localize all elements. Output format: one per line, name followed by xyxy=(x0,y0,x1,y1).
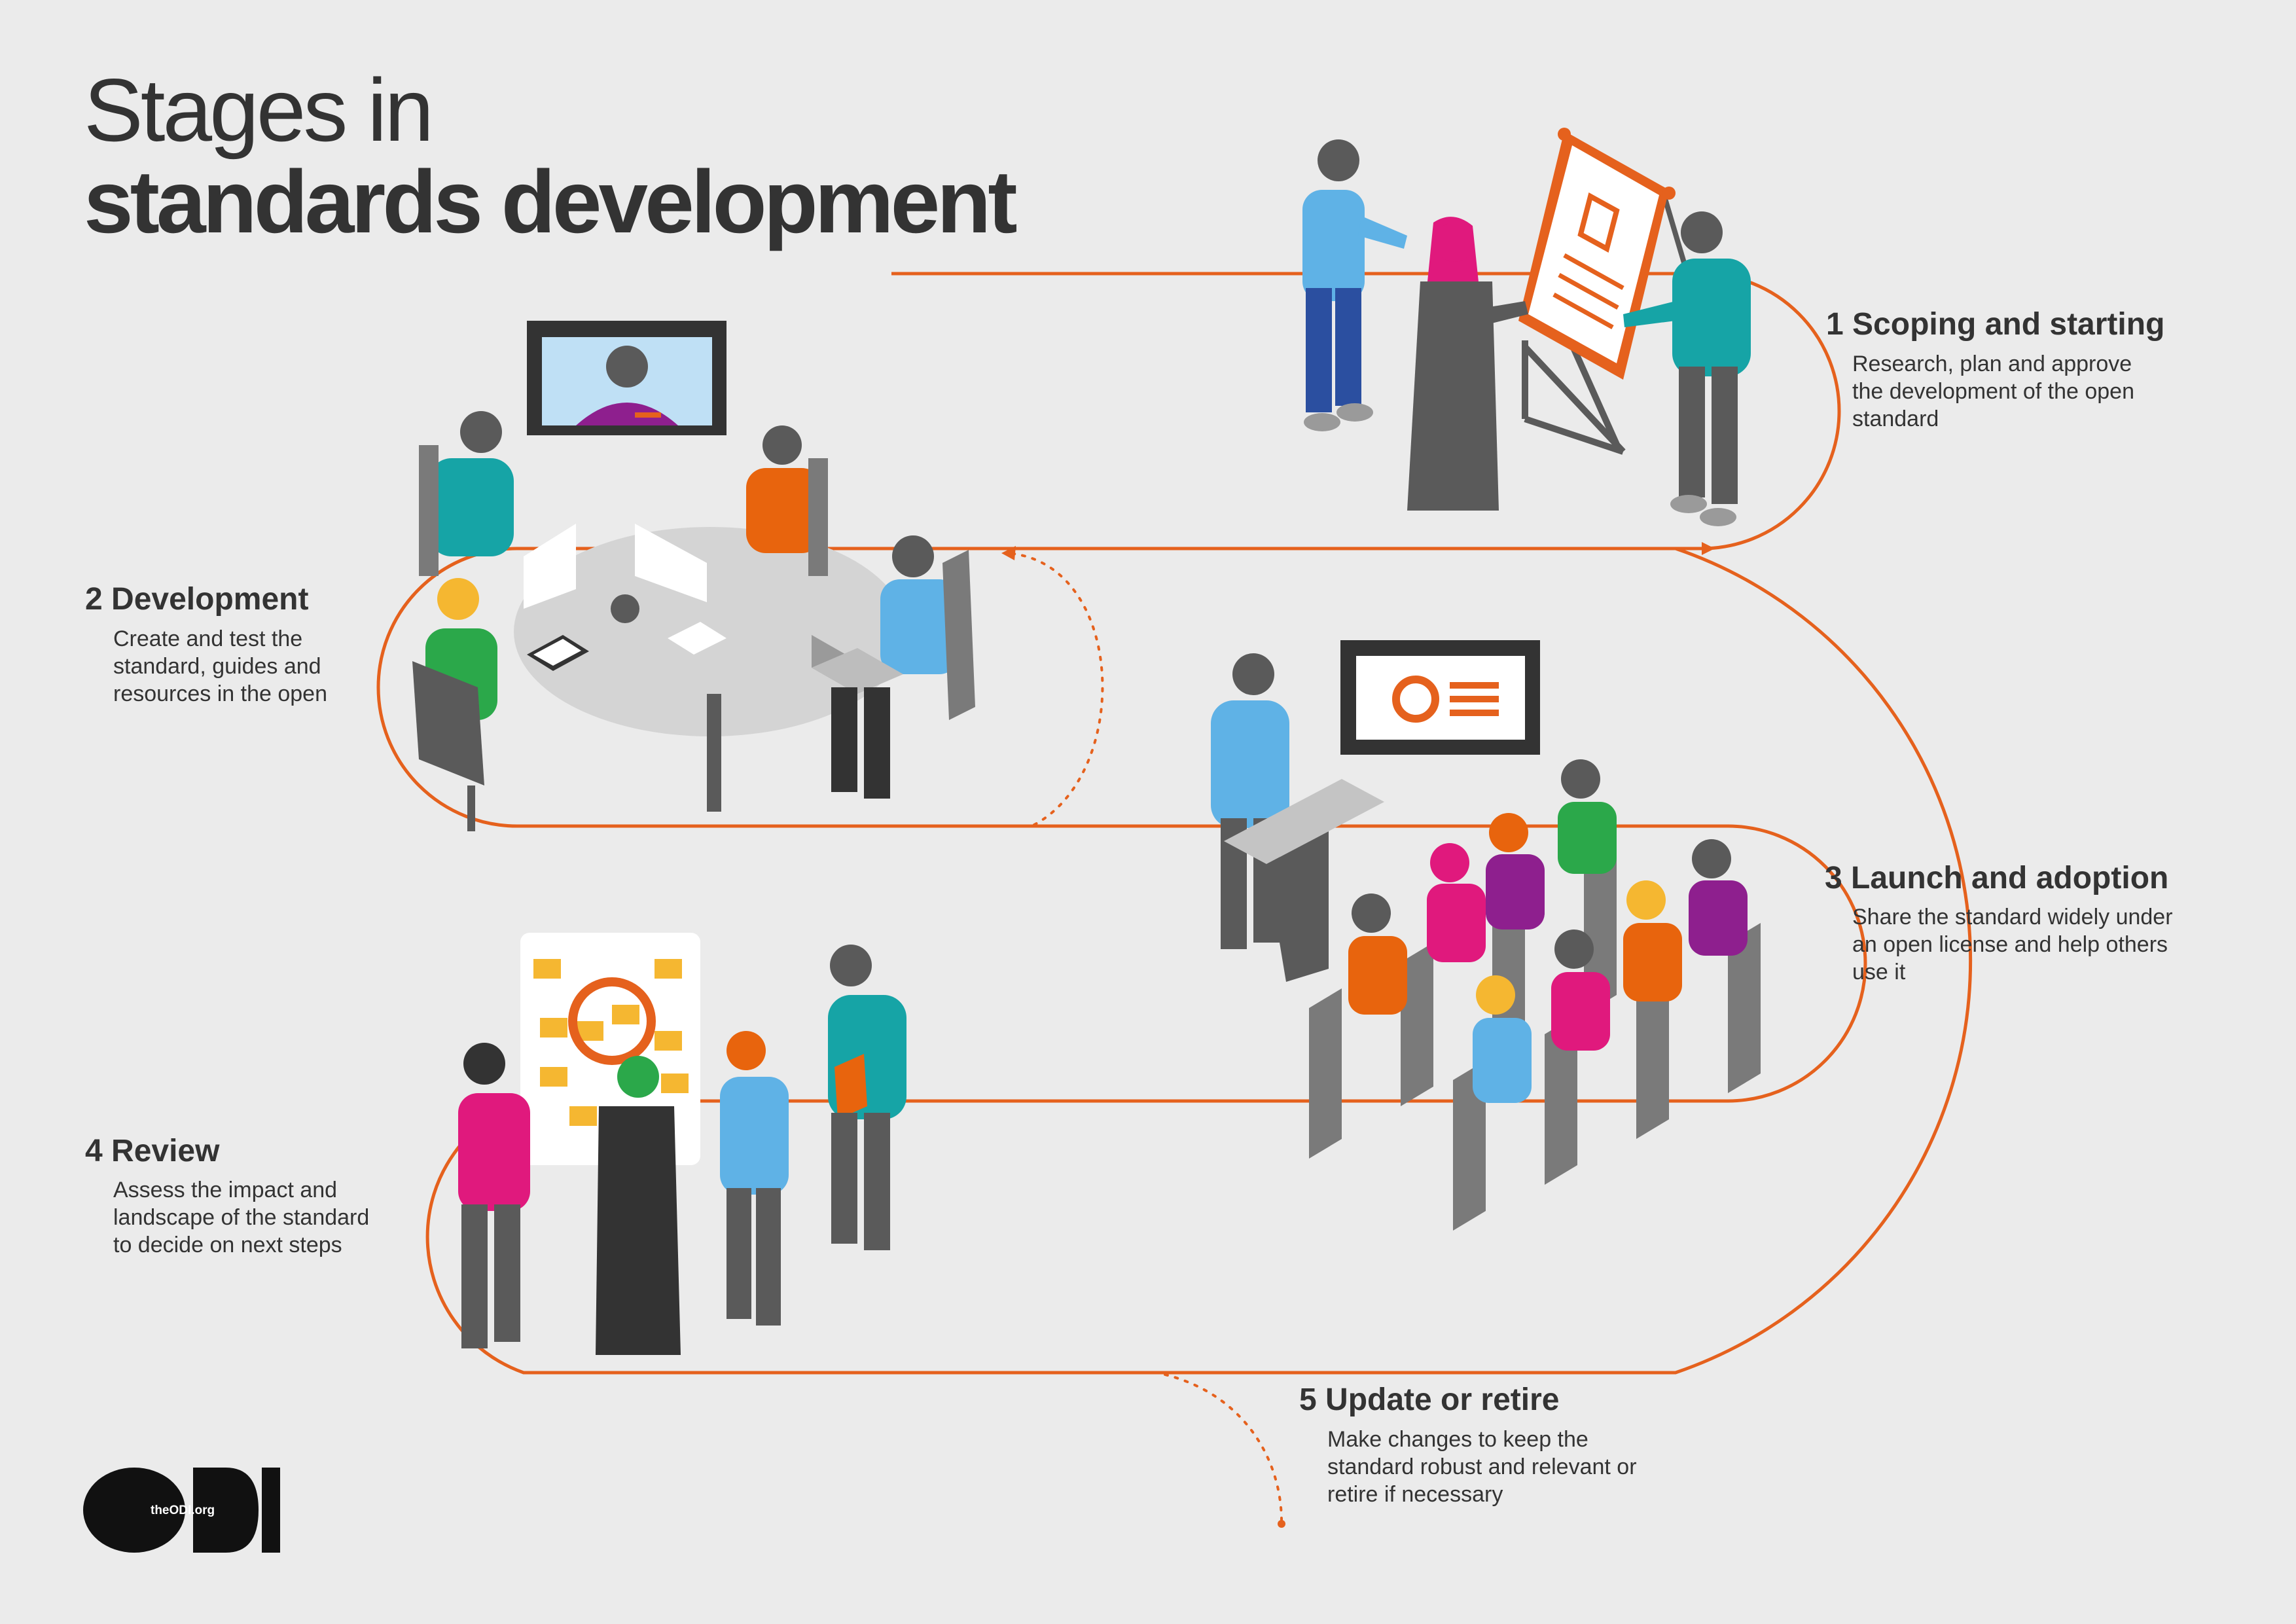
scene-review xyxy=(458,933,906,1355)
process-path xyxy=(376,272,1973,1375)
page-title-line-2: standards development xyxy=(84,152,1018,251)
odi-logo-block: theODI.org xyxy=(85,1466,281,1555)
scene-development xyxy=(412,321,975,831)
scene-launch xyxy=(1211,640,1761,1231)
odi-logo xyxy=(83,1468,280,1553)
odi-logo-url: theODI.org xyxy=(151,1504,215,1517)
person-blue-shirt xyxy=(1302,139,1407,431)
stage-2-heading: 2 Development xyxy=(85,582,309,617)
stage-5-description: Make changes to keep the standard robust… xyxy=(1327,1427,1637,1507)
stage-1-heading: 1 Scoping and starting xyxy=(1826,307,2165,342)
page-title-line-1: Stages in xyxy=(84,60,434,160)
stage-2-description: Create and test the standard, guides and… xyxy=(113,626,327,706)
stage-3-heading: 3 Launch and adoption xyxy=(1825,861,2169,895)
dotted-loop-development xyxy=(1007,552,1104,826)
smartphone-icon xyxy=(527,635,589,671)
path-arrow-to-stage-1 xyxy=(1702,542,1715,555)
dotted-link-update xyxy=(1164,1373,1283,1526)
dotted-link-end xyxy=(1278,1520,1285,1528)
stage-4-description: Assess the impact and landscape of the s… xyxy=(113,1178,370,1257)
presentation-screen-icon xyxy=(1340,640,1540,755)
stage-1-description: Research, plan and approve the developme… xyxy=(1852,352,2134,431)
scene-scoping xyxy=(1302,128,1751,526)
book-icon xyxy=(834,1054,867,1119)
laptop-icon xyxy=(812,635,903,694)
video-screen-icon xyxy=(527,321,726,435)
person-teal-sweater xyxy=(1623,211,1751,526)
stage-3-description: Share the standard widely under an open … xyxy=(1852,905,2173,984)
person-magenta-hijab xyxy=(1407,217,1528,511)
stage-4-heading: 4 Review xyxy=(85,1134,220,1168)
dotted-loop-arrow xyxy=(1001,546,1016,560)
stage-5-heading: 5 Update or retire xyxy=(1299,1382,1560,1417)
